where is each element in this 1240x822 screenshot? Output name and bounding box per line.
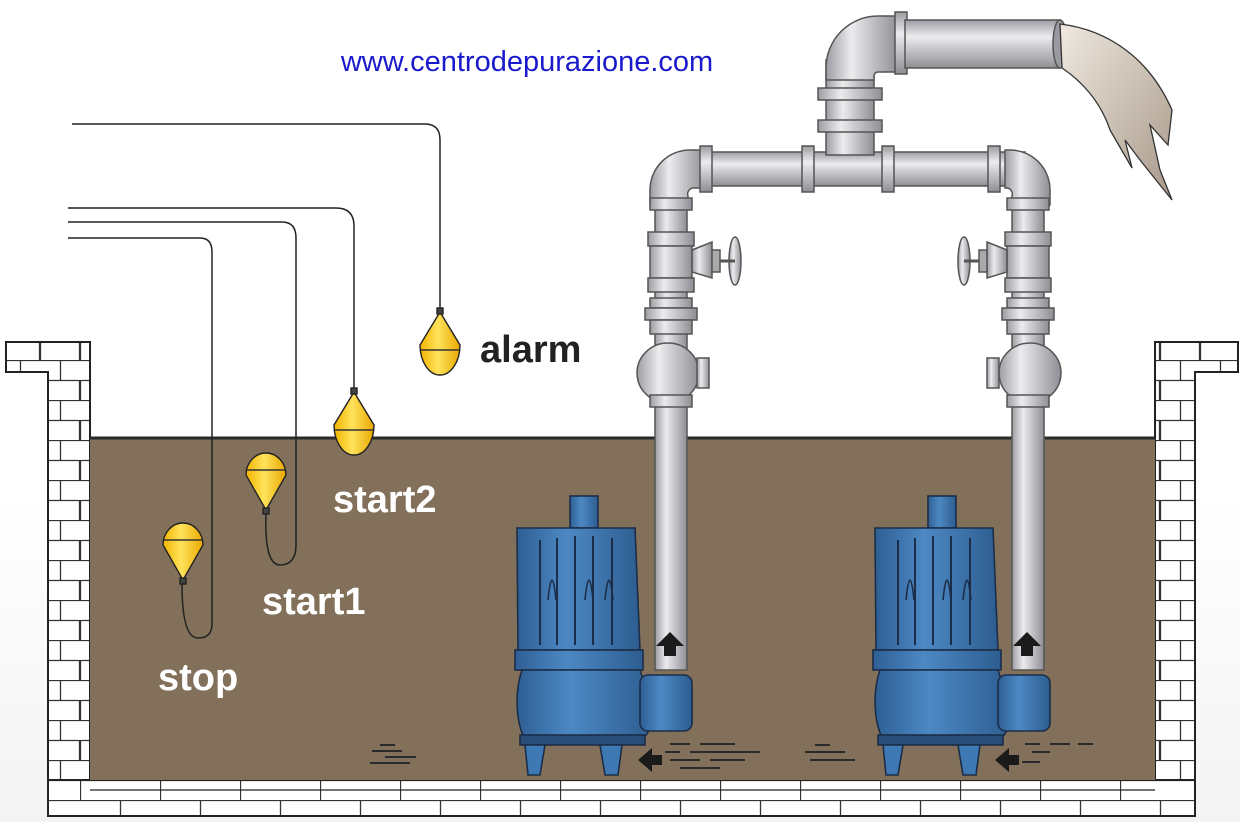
left-riser	[636, 197, 710, 671]
label-start2: start2	[333, 479, 437, 521]
tank-left-wall	[5, 341, 91, 781]
right-gate-valve-icon	[957, 236, 1008, 286]
left-pump-icon	[514, 495, 693, 776]
discharge-pipes	[649, 11, 1068, 206]
right-pump-icon	[872, 495, 1051, 776]
label-alarm: alarm	[480, 329, 581, 371]
float-switch-icon	[162, 307, 461, 585]
left-gate-valve-icon	[691, 236, 742, 286]
float-cables	[68, 123, 441, 639]
label-stop: stop	[158, 657, 238, 699]
right-riser	[986, 197, 1062, 671]
discharge-jet	[1059, 23, 1173, 201]
tank-floor	[47, 779, 1196, 817]
label-start1: start1	[262, 581, 366, 623]
website-url: www.centrodepurazione.com	[340, 46, 713, 78]
flow-arrow-icon	[638, 632, 1041, 772]
sludge-marks	[370, 743, 1093, 769]
tank-right-wall	[1154, 341, 1239, 781]
